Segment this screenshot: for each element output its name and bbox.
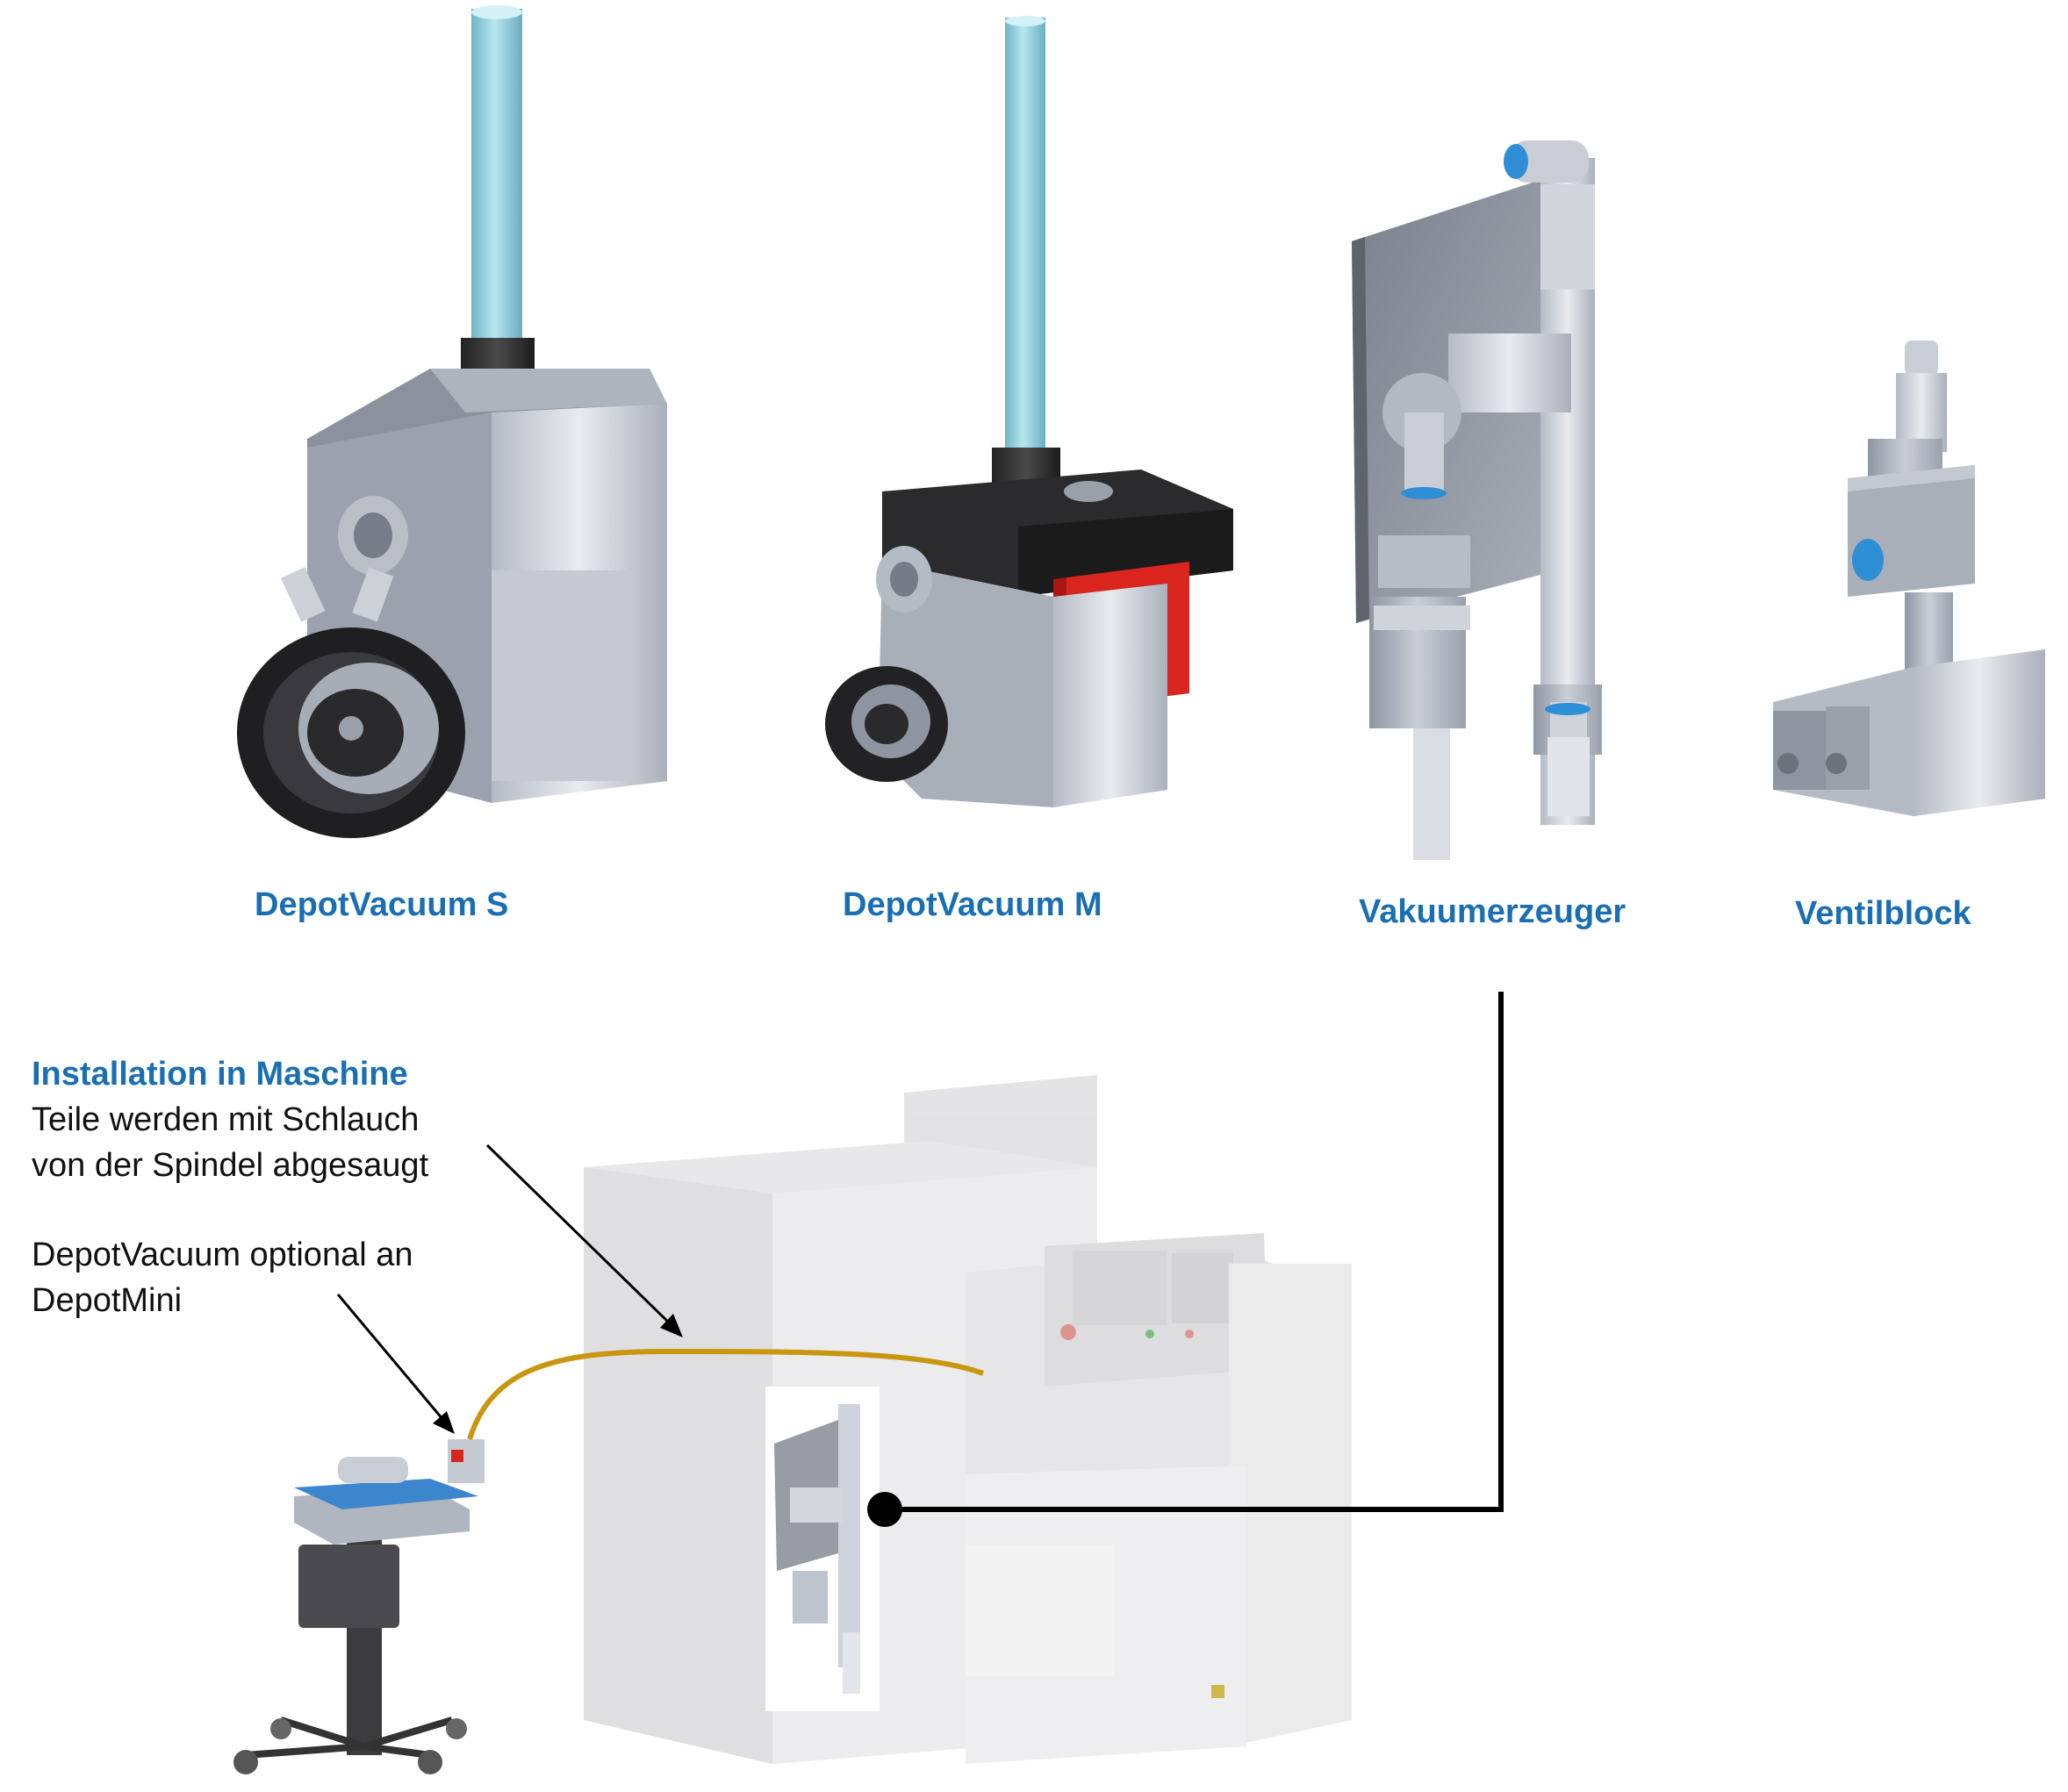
depotvacuum-m-illustration <box>825 16 1233 807</box>
depotmini-illustration <box>233 1439 485 1774</box>
installation-line-2: von der Spindel abgesaugt <box>32 1147 429 1184</box>
arrow-installation <box>485 1143 683 1337</box>
suction-hose <box>467 1348 985 1440</box>
label-ventilblock: Ventilblock <box>1795 895 1971 932</box>
label-depotvacuum-s: DepotVacuum S <box>255 886 509 923</box>
installation-note: Installation in Maschine Teile werden mi… <box>32 1051 428 1188</box>
connector-dot <box>867 1492 902 1527</box>
arrow-depotmini <box>336 1294 455 1434</box>
optional-line-1: DepotVacuum optional an <box>32 1236 413 1273</box>
label-vakuumerzeuger: Vakuumerzeuger <box>1359 893 1626 930</box>
vakuumerzeuger-illustration <box>1352 140 1602 860</box>
optional-line-2: DepotMini <box>32 1282 183 1319</box>
ventilblock-illustration <box>1773 340 2045 816</box>
installation-title: Installation in Maschine <box>32 1056 408 1093</box>
optional-note: DepotVacuum optional an DepotMini <box>32 1232 413 1323</box>
depotvacuum-s-illustration <box>237 5 667 838</box>
machine-illustration <box>584 1075 1352 1764</box>
label-depotvacuum-m: DepotVacuum M <box>843 886 1102 923</box>
vakuumerzeuger-connector-line <box>885 992 1504 1512</box>
installation-line-1: Teile werden mit Schlauch <box>32 1101 420 1138</box>
